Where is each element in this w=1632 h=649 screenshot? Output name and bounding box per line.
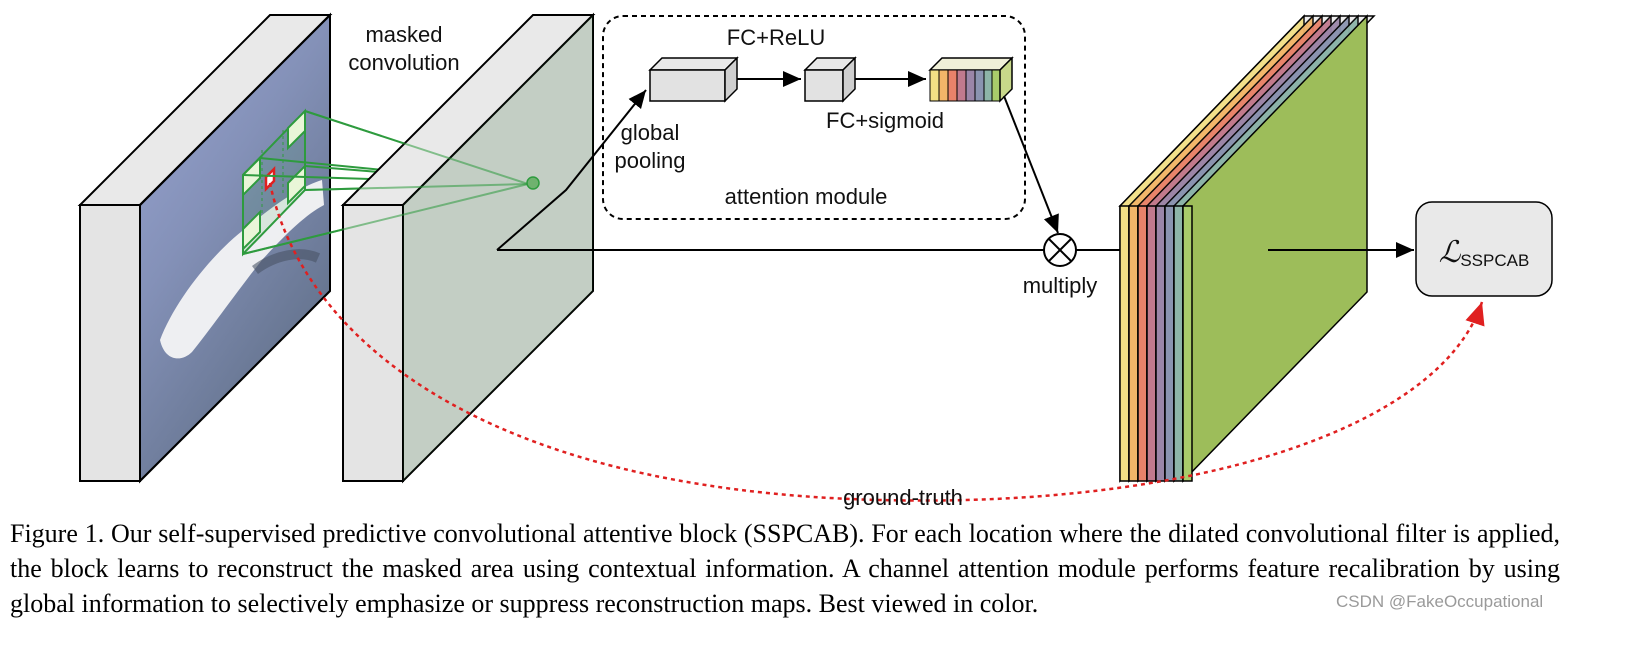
global-pooling-arrow	[496, 89, 647, 251]
global-pooling-label-1: global	[621, 120, 680, 145]
loss-label: ℒSSPCAB	[1439, 235, 1530, 270]
loss-subscript: SSPCAB	[1460, 251, 1529, 270]
attention-module-box	[602, 15, 1026, 220]
multiply-node	[1043, 233, 1077, 267]
sspcab-diagram: masked convolution attention module FC+R…	[77, 12, 1553, 510]
multiply-label: multiply	[1023, 273, 1098, 298]
fc-relu-block	[648, 56, 739, 103]
arrow-weights-to-multiply	[1003, 95, 1059, 234]
global-pooling-label-2: pooling	[615, 148, 686, 173]
ground-truth-curve	[268, 182, 1485, 502]
fc-relu-label: FC+ReLU	[727, 25, 825, 50]
kernel-target-point	[526, 176, 540, 190]
figure-caption: Figure 1. Our self-supervised predictive…	[10, 519, 1560, 618]
attention-module-label: attention module	[725, 184, 888, 209]
loss-box	[1415, 201, 1553, 297]
watermark: CSDN @FakeOccupational	[1336, 592, 1544, 611]
output-feature-stack	[1118, 14, 1376, 483]
masked-center-cell	[264, 165, 276, 193]
masked-convolution-label-2: convolution	[348, 50, 459, 75]
kernel-cell	[287, 108, 306, 151]
dilated-kernel	[242, 108, 306, 257]
kernel-cell	[242, 209, 261, 252]
masked-convolution-label-1: masked	[365, 22, 442, 47]
ground-truth-label: ground-truth	[843, 485, 963, 510]
channel-weights-strip	[928, 56, 1014, 103]
fc-sigmoid-label: FC+sigmoid	[826, 108, 944, 133]
kernel-cell	[287, 163, 306, 206]
fc-sigmoid-block	[803, 56, 857, 103]
kernel-cell	[242, 155, 261, 198]
input-image-block	[77, 12, 333, 484]
loss-symbol: ℒ	[1439, 235, 1462, 270]
